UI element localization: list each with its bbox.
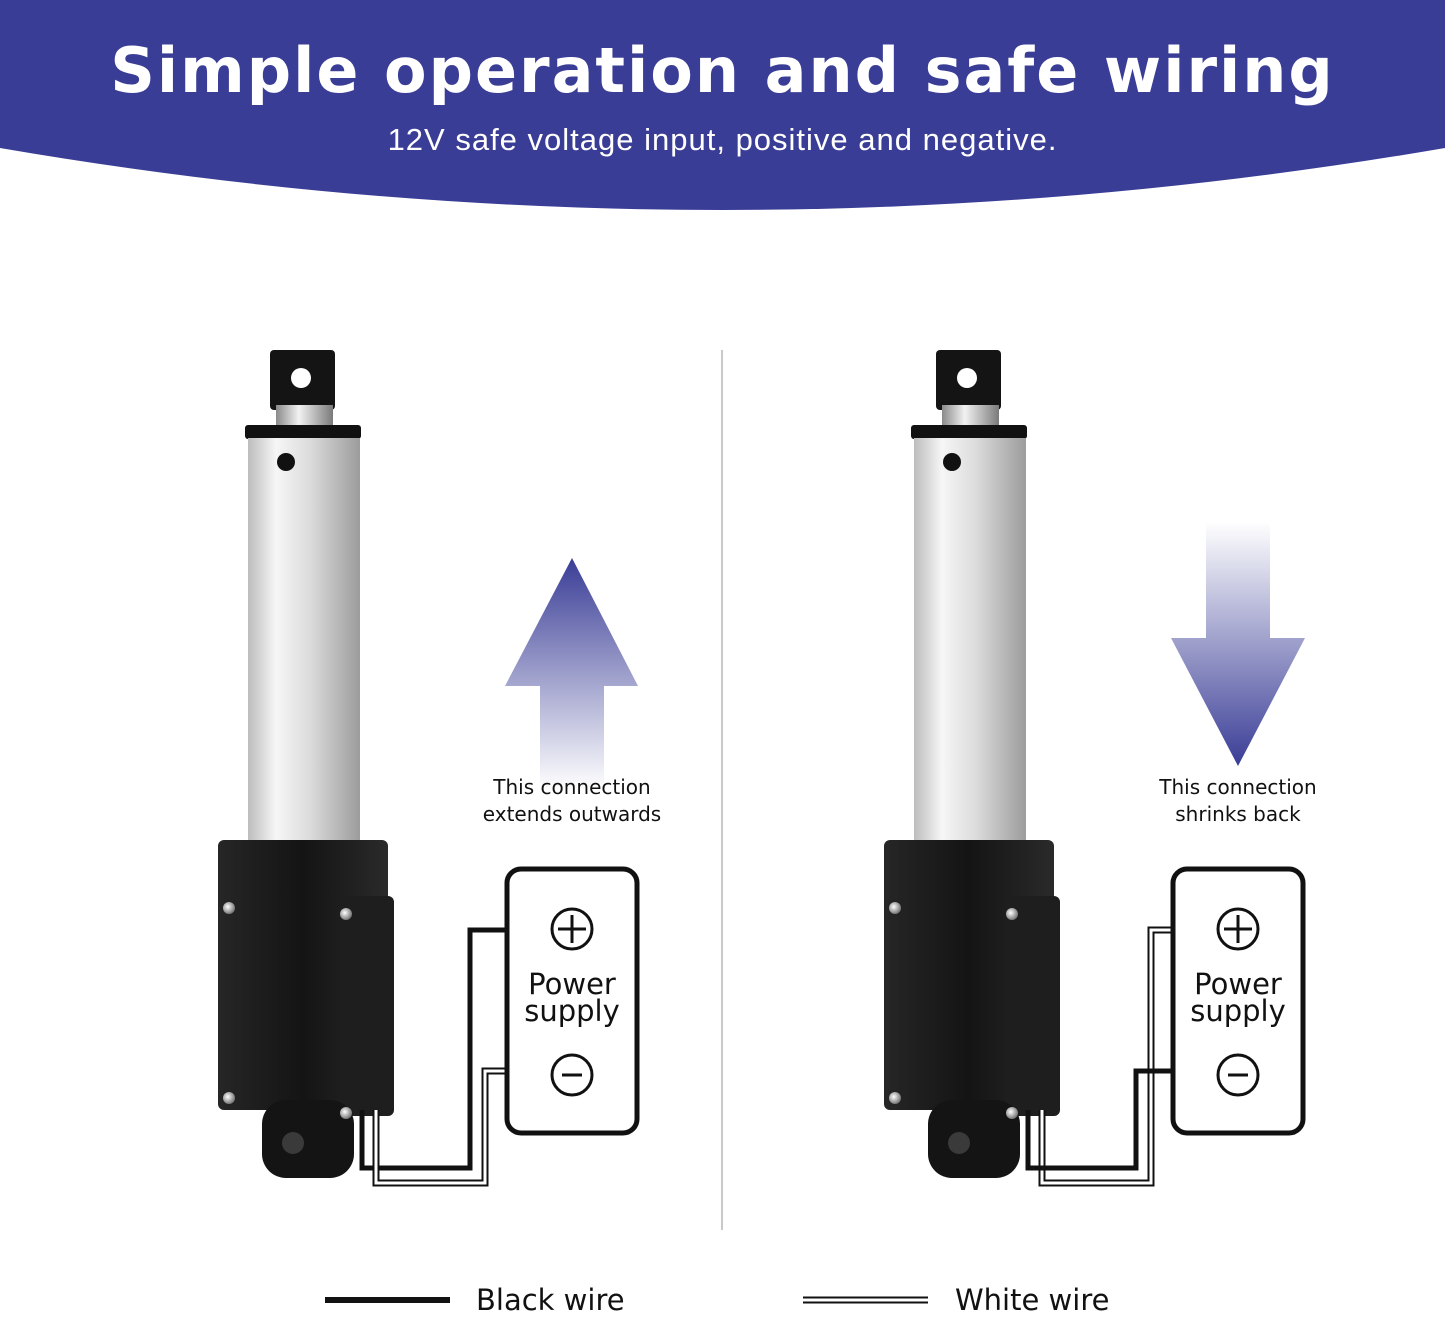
minus-circle-icon — [550, 1053, 594, 1097]
power-supply-right-line1: Power — [1194, 967, 1282, 1001]
legend-black-wire-label: Black wire — [476, 1283, 625, 1317]
minus-circle-icon — [1216, 1053, 1260, 1097]
caption-right-line2: shrinks back — [1175, 802, 1301, 826]
power-supply-left-line1: Power — [528, 967, 616, 1001]
page-subtitle: 12V safe voltage input, positive and neg… — [387, 122, 1058, 157]
power-supply-right-label: Power supply — [1173, 967, 1303, 1028]
wires-right — [1025, 926, 1173, 1187]
extend-arrow-up-icon — [505, 558, 638, 790]
header-banner — [0, 0, 1445, 210]
power-supply-right-line2: supply — [1190, 994, 1286, 1028]
retract-arrow-down-icon — [1171, 522, 1305, 766]
caption-left-line1: This connection — [493, 775, 651, 799]
power-supply-right — [1170, 866, 1306, 1136]
actuator-left — [218, 350, 394, 1178]
power-supply-left-line2: supply — [524, 994, 620, 1028]
caption-right-line1: This connection — [1159, 775, 1317, 799]
power-supply-left-label: Power supply — [507, 967, 637, 1028]
panel-divider — [721, 350, 723, 1230]
actuator-right — [884, 350, 1060, 1178]
plus-circle-icon — [550, 907, 594, 951]
caption-left: This connection extends outwards — [452, 774, 692, 828]
wires-left — [359, 927, 508, 1187]
caption-right: This connection shrinks back — [1118, 774, 1358, 828]
power-supply-left — [504, 866, 640, 1136]
legend-white-wire-label: White wire — [955, 1283, 1110, 1317]
page-title: Simple operation and safe wiring — [110, 34, 1335, 107]
caption-left-line2: extends outwards — [482, 802, 662, 826]
plus-circle-icon — [1216, 907, 1260, 951]
